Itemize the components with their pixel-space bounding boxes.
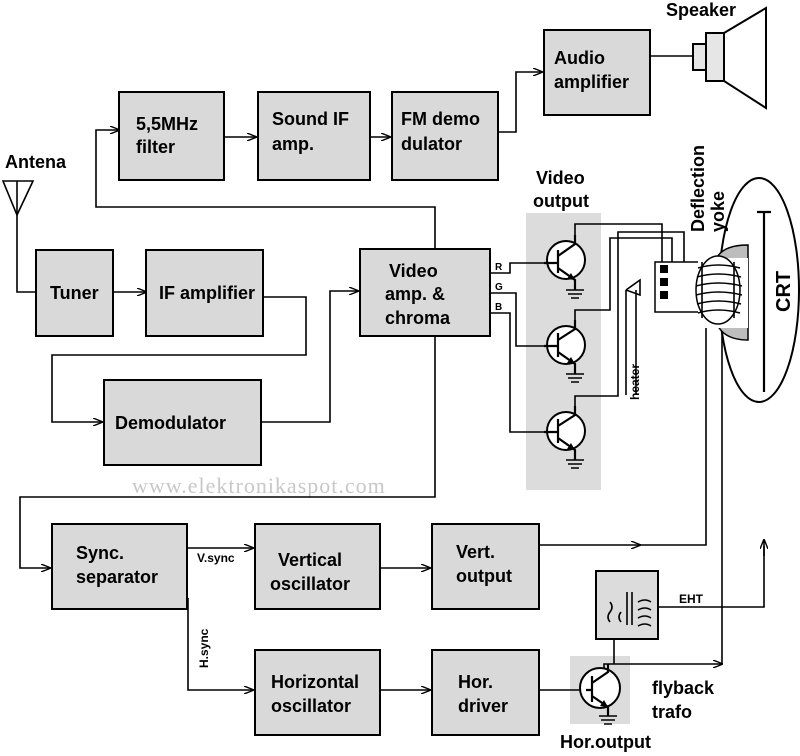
svg-text:driver: driver bbox=[458, 696, 508, 716]
audio-amp-block: Audio amplifier bbox=[543, 29, 651, 116]
svg-text:output: output bbox=[456, 566, 512, 586]
deflection-coil-icon bbox=[695, 255, 743, 325]
svg-text:Hor.: Hor. bbox=[458, 672, 493, 692]
wire-q1-crt bbox=[574, 223, 663, 262]
crt-icon bbox=[625, 177, 800, 403]
wire-demod-video bbox=[261, 291, 358, 423]
filter-block: 5,5MHz filter bbox=[118, 91, 225, 181]
wire-b bbox=[490, 312, 544, 433]
svg-text:Vert.: Vert. bbox=[456, 542, 495, 562]
svg-text:amplifier: amplifier bbox=[554, 72, 629, 92]
sound-if-block: Sound IF amp. bbox=[257, 91, 371, 181]
wire-hsync bbox=[187, 598, 253, 690]
wire-vout-yoke-up bbox=[640, 320, 707, 546]
fm-demod-block: FM demo dulator bbox=[391, 91, 499, 181]
deflection-label: Deflection bbox=[688, 145, 708, 232]
video-amp-block: Video amp. & chroma bbox=[359, 248, 491, 337]
flyback-label-1: flyback bbox=[652, 678, 715, 698]
wire-antenna-tuner bbox=[16, 215, 36, 293]
watermark: www.elektronikaspot.com bbox=[132, 473, 386, 498]
if-amp-block: IF amplifier bbox=[145, 249, 264, 337]
b-label: B bbox=[495, 302, 502, 313]
svg-text:oscillator: oscillator bbox=[270, 574, 350, 594]
video-transistor-b-icon bbox=[544, 406, 586, 469]
g-label: G bbox=[495, 282, 503, 293]
video-transistor-r-icon bbox=[544, 235, 586, 299]
hor-output-transistor-icon bbox=[579, 664, 621, 725]
hor-driver-block: Hor. driver bbox=[431, 649, 540, 736]
svg-text:Video: Video bbox=[389, 261, 438, 281]
r-label: R bbox=[495, 262, 503, 273]
svg-text:amp.: amp. bbox=[272, 134, 314, 154]
svg-text:chroma: chroma bbox=[385, 308, 451, 328]
hsync-label: H.sync bbox=[197, 628, 211, 668]
svg-text:filter: filter bbox=[136, 137, 175, 157]
svg-text:IF amplifier: IF amplifier bbox=[159, 283, 255, 303]
wire-r bbox=[490, 262, 544, 274]
yoke-label: yoke bbox=[708, 191, 728, 232]
svg-text:Audio: Audio bbox=[554, 48, 605, 68]
video-output-label-2: output bbox=[533, 191, 589, 211]
svg-text:Sync.: Sync. bbox=[76, 543, 124, 563]
wire-fm-audio bbox=[498, 72, 542, 133]
svg-text:amp. &: amp. & bbox=[385, 284, 445, 304]
wire-video-filter bbox=[95, 130, 436, 249]
svg-text:Tuner: Tuner bbox=[50, 283, 99, 303]
heater-label: heater bbox=[628, 364, 642, 400]
demodulator-block: Demodulator bbox=[103, 379, 262, 466]
vertical-osc-block: Vertical oscillator bbox=[254, 523, 381, 610]
wire-video-sync bbox=[19, 336, 436, 568]
wire-q2-crt bbox=[574, 237, 673, 320]
svg-text:dulator: dulator bbox=[401, 134, 462, 154]
horizontal-osc-block: Horizontal oscillator bbox=[254, 649, 381, 736]
sync-separator-block: Sync. separator bbox=[51, 523, 188, 610]
video-output-label-1: Video bbox=[536, 168, 585, 188]
vert-output-block: Vert. output bbox=[431, 523, 540, 610]
vsync-label: V.sync bbox=[197, 551, 235, 565]
svg-text:Demodulator: Demodulator bbox=[115, 413, 226, 433]
wire-g bbox=[490, 292, 544, 347]
tuner-block: Tuner bbox=[35, 249, 114, 337]
speaker-icon bbox=[692, 6, 767, 110]
antena-label: Antena bbox=[5, 152, 67, 172]
svg-text:oscillator: oscillator bbox=[271, 696, 351, 716]
eht-label: EHT bbox=[679, 592, 704, 606]
flyback-label-2: trafo bbox=[652, 702, 692, 722]
speaker-label: Speaker bbox=[666, 0, 736, 20]
video-transistor-g-icon bbox=[544, 320, 586, 383]
hor-output-label: Hor.output bbox=[560, 732, 651, 752]
antenna-icon bbox=[1, 180, 35, 217]
svg-text:FM demo: FM demo bbox=[401, 109, 480, 129]
svg-text:Vertical: Vertical bbox=[278, 550, 342, 570]
svg-text:5,5MHz: 5,5MHz bbox=[136, 114, 198, 134]
wire-if-demod bbox=[51, 296, 307, 422]
crt-label: CRT bbox=[773, 271, 795, 312]
svg-text:Horizontal: Horizontal bbox=[271, 672, 359, 692]
wire-eht bbox=[659, 546, 765, 608]
flyback-trafo-icon bbox=[595, 570, 659, 640]
svg-text:separator: separator bbox=[76, 567, 158, 587]
svg-text:Sound IF: Sound IF bbox=[272, 109, 349, 129]
wire-q3-crt bbox=[574, 231, 685, 406]
